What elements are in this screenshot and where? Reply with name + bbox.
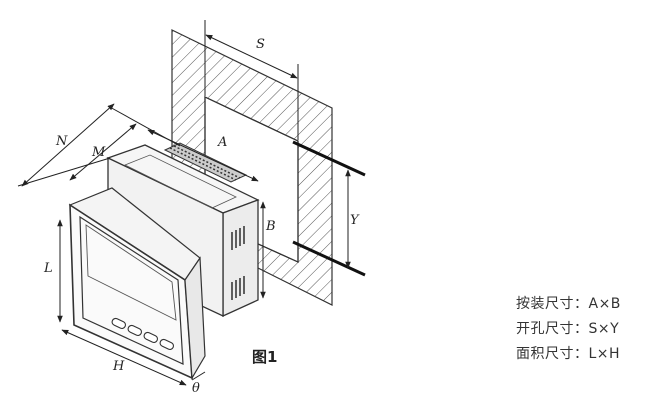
label-a: A (217, 135, 227, 150)
label-m: M (91, 145, 106, 160)
spec-label: 开孔尺寸： (516, 321, 589, 337)
label-s: S (256, 37, 265, 52)
spec-list: 按装尺寸：A×B 开孔尺寸：S×Y 面积尺寸：L×H (516, 292, 656, 367)
spec-row-installation: 按装尺寸：A×B (516, 292, 656, 317)
spec-row-cutout: 开孔尺寸：S×Y (516, 317, 656, 342)
label-l: L (43, 261, 53, 276)
label-depth: θ (192, 381, 200, 396)
spec-label: 面积尺寸： (516, 346, 589, 362)
side-vents (231, 226, 245, 300)
dimension-labels: S A N M B Y L H θ (43, 37, 360, 396)
mounting-bars (292, 140, 366, 277)
dimension-lines (17, 20, 351, 386)
spec-row-area: 面积尺寸：L×H (516, 342, 656, 367)
spec-value: S×Y (588, 321, 620, 337)
spec-value: A×B (588, 296, 621, 312)
figure-caption: 图1 (252, 348, 277, 366)
label-h: H (112, 359, 125, 374)
label-n: N (55, 134, 68, 149)
spec-label: 按装尺寸： (516, 296, 589, 312)
label-b: B (265, 219, 276, 234)
label-y: Y (350, 213, 360, 228)
spec-value: L×H (588, 346, 621, 362)
